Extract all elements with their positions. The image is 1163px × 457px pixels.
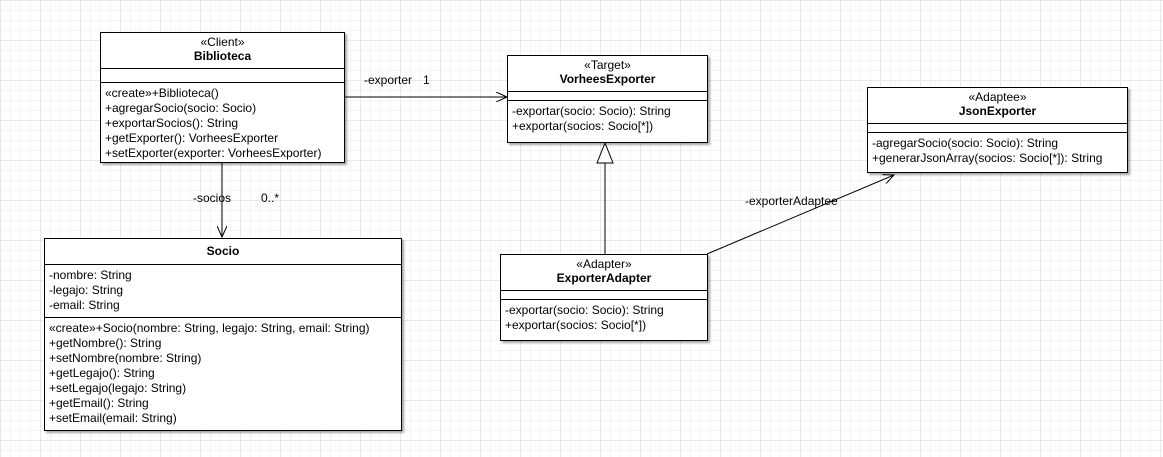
method: +setLegajo(legajo: String) [49, 381, 187, 395]
socios-multiplicity-label: 0..* [261, 191, 280, 205]
stereotype: «Adaptee» [968, 90, 1027, 104]
stereotype: «Adapter» [576, 257, 632, 271]
methods-section: «create»+Socio(nombre: String, legajo: S… [45, 318, 401, 430]
class-header: «Adapter» ExporterAdapter [501, 255, 707, 291]
method: «create»+Socio(nombre: String, legajo: S… [49, 321, 370, 335]
method: +setEmail(email: String) [49, 411, 177, 425]
method: +getNombre(): String [49, 336, 162, 350]
stereotype: «Client» [200, 35, 245, 49]
exporter-role-label: -exporter [364, 73, 413, 87]
class-header: «Target» VorheesExporter [508, 56, 707, 92]
class-header: «Client» Biblioteca [101, 33, 344, 69]
attributes-section: -nombre: String -legajo: String -email: … [45, 265, 401, 318]
attributes-section [101, 69, 344, 83]
class-json-exporter[interactable]: «Adaptee» JsonExporter -agregarSocio(soc… [867, 87, 1128, 173]
class-name: JsonExporter [958, 104, 1037, 118]
method: +agregarSocio(socio: Socio) [105, 101, 257, 115]
method: +exportar(socios: Socio[*]) [505, 318, 647, 332]
method: -agregarSocio(socio: Socio): String [872, 136, 1059, 150]
class-header: «Adaptee» JsonExporter [868, 88, 1127, 124]
class-exporter-adapter[interactable]: «Adapter» ExporterAdapter -exportar(soci… [500, 254, 708, 341]
attribute: -nombre: String [49, 268, 132, 282]
attribute: -email: String [49, 298, 120, 312]
generalization-triangle-icon [596, 141, 614, 164]
exporter-multiplicity-label: 1 [423, 73, 430, 87]
adaptee-association [706, 175, 894, 255]
adaptee-role-label: -exporterAdaptee [745, 194, 838, 208]
method: +exportarSocios(): String [105, 116, 239, 130]
method: +getExporter(): VorheesExporter [105, 131, 279, 145]
attributes-section [501, 291, 707, 300]
socios-role-label: -socios [193, 191, 232, 205]
class-vorhees-exporter[interactable]: «Target» VorheesExporter -exportar(socio… [507, 55, 708, 143]
attribute: -legajo: String [49, 283, 124, 297]
methods-section: «create»+Biblioteca() +agregarSocio(soci… [101, 83, 344, 165]
methods-section: -exportar(socio: Socio): String +exporta… [508, 101, 707, 138]
methods-section: -agregarSocio(socio: Socio): String +gen… [868, 133, 1127, 170]
method: -exportar(socio: Socio): String [505, 303, 664, 317]
attributes-section [508, 92, 707, 101]
class-name: VorheesExporter [559, 72, 656, 86]
method: +setExporter(exporter: VorheesExporter) [105, 146, 322, 160]
method: «create»+Biblioteca() [105, 86, 219, 100]
class-socio[interactable]: Socio -nombre: String -legajo: String -e… [44, 238, 402, 431]
method: +generarJsonArray(socios: Socio[*]): Str… [872, 151, 1103, 165]
attributes-section [868, 124, 1127, 133]
class-name: Socio [206, 244, 240, 258]
method: +getEmail(): String [49, 396, 149, 410]
class-biblioteca[interactable]: «Client» Biblioteca «create»+Biblioteca(… [100, 32, 345, 163]
class-header: Socio [45, 239, 401, 265]
method: -exportar(socio: Socio): String [512, 104, 671, 118]
class-name: ExporterAdapter [556, 271, 652, 285]
class-name: Biblioteca [193, 49, 252, 63]
stereotype: «Target» [584, 58, 631, 72]
methods-section: -exportar(socio: Socio): String +exporta… [501, 300, 707, 337]
method: +setNombre(nombre: String) [49, 351, 202, 365]
method: +getLegajo(): String [49, 366, 155, 380]
method: +exportar(socios: Socio[*]) [512, 119, 654, 133]
